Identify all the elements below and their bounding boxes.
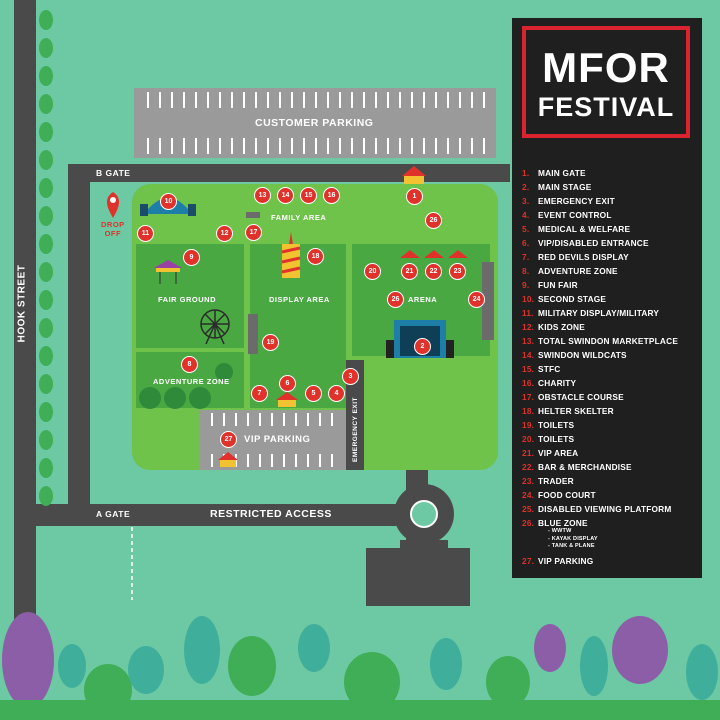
map-marker-14[interactable]: 14	[277, 187, 294, 204]
legend-item: 5.MEDICAL & WELFARE	[522, 224, 631, 234]
map-marker-3[interactable]: 3	[342, 368, 359, 385]
map-marker-10[interactable]: 10	[160, 193, 177, 210]
display-barriers	[246, 212, 494, 354]
display-area-label: DISPLAY AREA	[269, 295, 330, 304]
legend-item: 3.EMERGENCY EXIT	[522, 196, 615, 206]
ferris-wheel-icon	[200, 309, 230, 345]
map-marker-22[interactable]: 22	[425, 263, 442, 280]
map-marker-1[interactable]: 1	[406, 188, 423, 205]
legend-item: 24.FOOD COURT	[522, 490, 596, 500]
legend-list: 1.MAIN GATE 2.MAIN STAGE 3.EMERGENCY EXI…	[522, 166, 700, 568]
legend-item: 2.MAIN STAGE	[522, 182, 592, 192]
map-marker-16[interactable]: 16	[323, 187, 340, 204]
map-marker-13[interactable]: 13	[254, 187, 271, 204]
emergency-exit-label: EMERGENCY EXIT	[352, 396, 360, 463]
map-marker-6[interactable]: 6	[279, 375, 296, 392]
map-marker-18[interactable]: 18	[307, 248, 324, 265]
map-marker-26-arena[interactable]: 26	[387, 291, 404, 308]
legend-item: 13.TOTAL SWINDON MARKETPLACE	[522, 336, 679, 346]
drop-off-pin-icon	[106, 192, 120, 218]
map-marker-21[interactable]: 21	[401, 263, 418, 280]
map-marker-26-family[interactable]: 26	[425, 212, 442, 229]
legend-item: 25.DISABLED VIEWING PLATFORM	[522, 504, 672, 514]
legend-item: 15.STFC	[522, 364, 561, 374]
map-marker-17[interactable]: 17	[245, 224, 262, 241]
legend-item: 26.BLUE ZONE - WWTW - KAYAK DISPLAY - TA…	[522, 518, 598, 551]
drop-off-label: DROP OFF	[101, 220, 125, 238]
a-gate-label: A GATE	[96, 509, 131, 519]
fair-ground-label: FAIR GROUND	[158, 295, 216, 304]
family-area-label: FAMILY AREA	[271, 213, 327, 222]
legend-panel: MFOR FESTIVAL 1.MAIN GATE 2.MAIN STAGE 3…	[512, 18, 702, 578]
map-marker-5[interactable]: 5	[305, 385, 322, 402]
legend-sub-item: - WWTW	[548, 528, 572, 534]
road-network	[14, 0, 510, 710]
customer-parking-label: CUSTOMER PARKING	[255, 117, 374, 129]
map-marker-2[interactable]: 2	[414, 338, 431, 355]
legend-item: 10.SECOND STAGE	[522, 294, 607, 304]
legend-item: 6.VIP/DISABLED ENTRANCE	[522, 238, 649, 248]
map-marker-12[interactable]: 12	[216, 225, 233, 242]
logo-title-line2: FESTIVAL	[537, 92, 675, 122]
customer-parking-lot	[134, 88, 496, 158]
legend-item: 27.VIP PARKING	[522, 556, 594, 566]
legend-item: 23.TRADER	[522, 476, 574, 486]
legend-item: 18.HELTER SKELTER	[522, 406, 614, 416]
legend-sub-list: - WWTW - KAYAK DISPLAY - TANK & PLANE	[548, 528, 598, 551]
map-marker-7[interactable]: 7	[251, 385, 268, 402]
map-marker-24[interactable]: 24	[468, 291, 485, 308]
festival-logo: MFOR FESTIVAL	[522, 26, 690, 138]
legend-item: 11.MILITARY DISPLAY/MILITARY	[522, 308, 660, 318]
vip-parking-label: VIP PARKING	[244, 434, 311, 445]
bottom-tree-line	[0, 612, 720, 720]
carousel-icon	[154, 260, 182, 284]
legend-item: 4.EVENT CONTROL	[522, 210, 612, 220]
legend-item: 16.CHARITY	[522, 378, 577, 388]
legend-item: 21.VIP AREA	[522, 448, 579, 458]
legend-item: 1.MAIN GATE	[522, 168, 586, 178]
legend-item: 8.ADVENTURE ZONE	[522, 266, 618, 276]
legend-sub-item: - KAYAK DISPLAY	[548, 535, 598, 542]
restricted-access-label: RESTRICTED ACCESS	[210, 508, 332, 520]
helter-skelter-icon	[281, 232, 301, 278]
adventure-zone-label: ADVENTURE ZONE	[153, 377, 230, 386]
legend-item: 20.TOILETS	[522, 434, 575, 444]
map-marker-4[interactable]: 4	[328, 385, 345, 402]
map-marker-9[interactable]: 9	[183, 249, 200, 266]
map-marker-20[interactable]: 20	[364, 263, 381, 280]
legend-item: 9.FUN FAIR	[522, 280, 578, 290]
tent-icons	[218, 166, 468, 467]
map-marker-19[interactable]: 19	[262, 334, 279, 351]
map-marker-8[interactable]: 8	[181, 356, 198, 373]
map-marker-23[interactable]: 23	[449, 263, 466, 280]
hook-street-label: HOOK STREET	[16, 264, 28, 343]
legend-item: 22.BAR & MERCHANDISE	[522, 462, 632, 472]
legend-item: 7.RED DEVILS DISPLAY	[522, 252, 629, 262]
map-marker-27[interactable]: 27	[220, 431, 237, 448]
legend-sub-item: - TANK & PLANE	[548, 543, 595, 549]
adventure-zone-bushes	[139, 363, 233, 409]
logo-title-line1: MFOR	[542, 44, 670, 91]
arena-label: ARENA	[408, 295, 438, 304]
legend-item: 12.KIDS ZONE	[522, 322, 585, 332]
map-marker-11[interactable]: 11	[137, 225, 154, 242]
b-gate-label: B GATE	[96, 168, 131, 178]
legend-item: 14.SWINDON WILDCATS	[522, 350, 627, 360]
legend-item: 17.OBSTACLE COURSE	[522, 392, 624, 402]
roadside-trees	[39, 10, 53, 506]
legend-item: 19.TOILETS	[522, 420, 575, 430]
map-marker-15[interactable]: 15	[300, 187, 317, 204]
